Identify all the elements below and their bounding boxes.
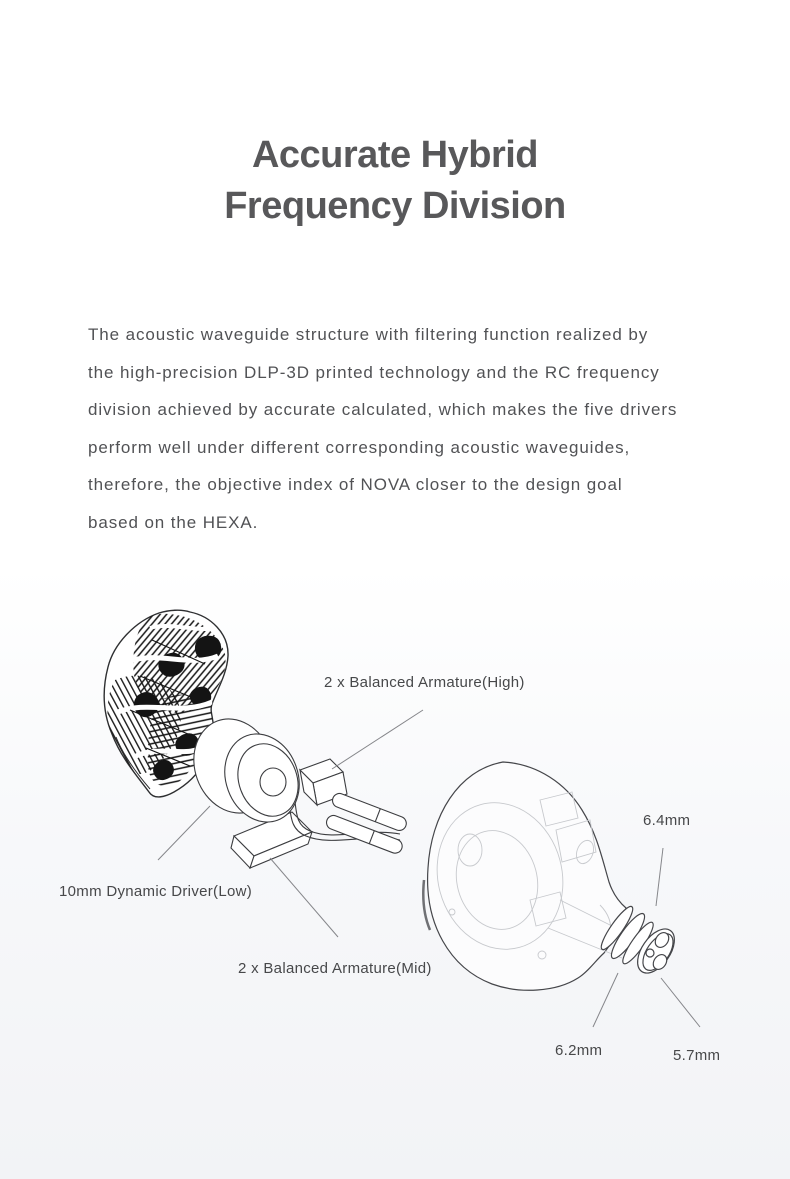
paragraph-line: perform well under different correspondi…	[88, 437, 631, 457]
page-title-line2: Frequency Division	[224, 185, 566, 227]
label-balanced-armature-mid: 2 x Balanced Armature(Mid)	[238, 960, 432, 977]
description-paragraph: The acoustic waveguide structure with fi…	[88, 316, 756, 542]
shell-drawing	[422, 761, 675, 991]
leader-lines	[157, 709, 701, 1028]
driver-assembly-drawing	[193, 718, 407, 870]
label-dynamic-driver-low: 10mm Dynamic Driver(Low)	[59, 883, 253, 900]
label-nozzle-dimension-6-2mm: 6.2mm	[555, 1042, 603, 1059]
paragraph-line: division achieved by accurate calculated…	[88, 400, 678, 420]
page-title-line1: Accurate Hybrid	[251, 134, 539, 176]
label-nozzle-dimension-5-7mm: 5.7mm	[673, 1047, 721, 1064]
label-nozzle-dimension-6-4mm: 6.4mm	[643, 812, 691, 829]
paragraph-line: based on the HEXA.	[88, 512, 259, 532]
label-balanced-armature-high: 2 x Balanced Armature(High)	[324, 674, 525, 691]
paragraph-line: the high-precision DLP-3D printed techno…	[88, 362, 660, 382]
page-title: Accurate Hybrid Frequency Division	[0, 130, 790, 232]
paragraph-line: The acoustic waveguide structure with fi…	[88, 325, 649, 344]
paragraph-line: therefore, the objective index of NOVA c…	[88, 475, 623, 495]
